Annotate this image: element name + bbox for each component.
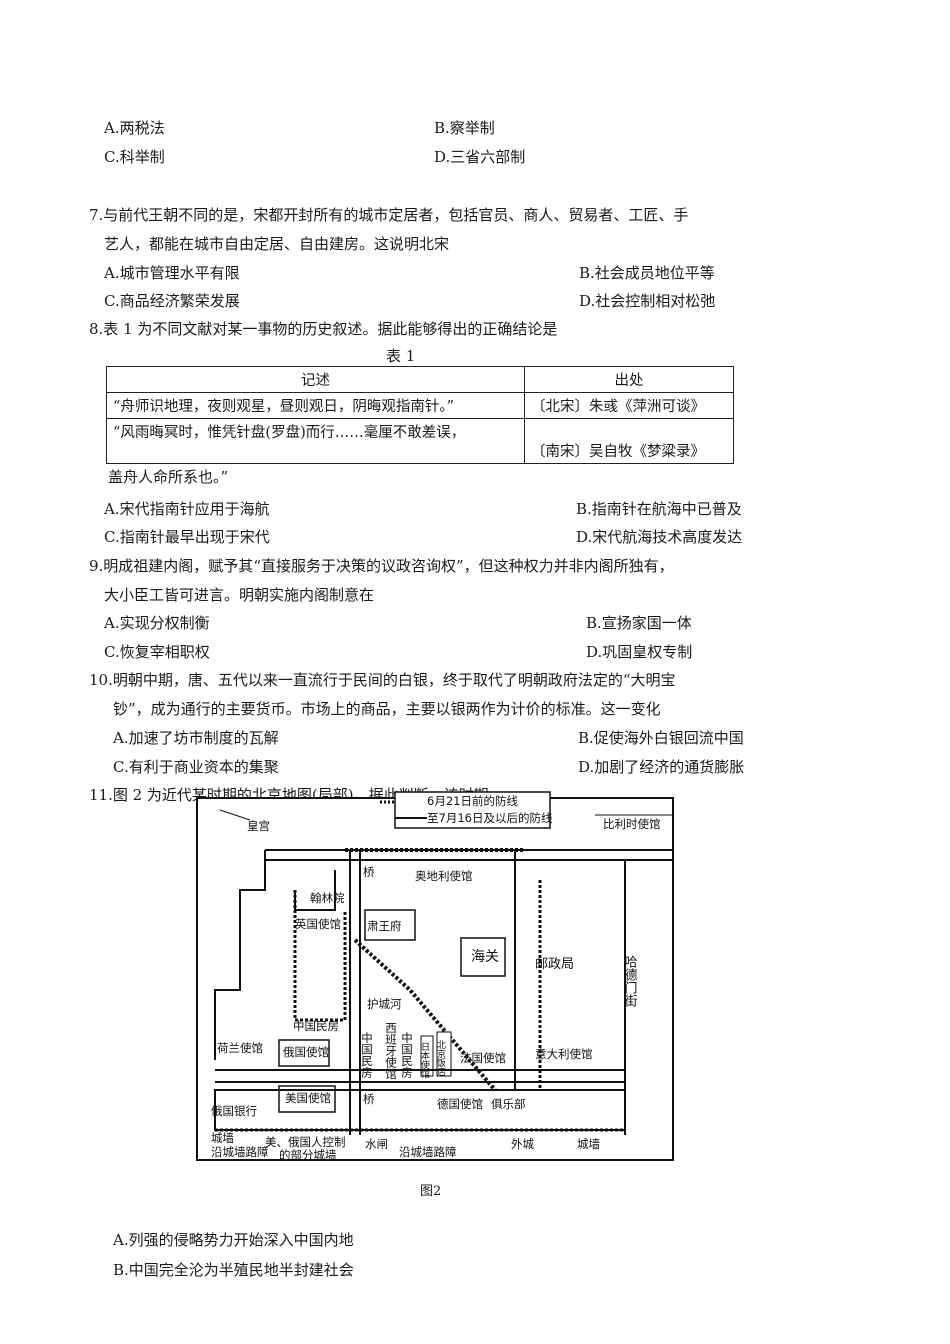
label-wall-right: 城墙: [577, 1137, 600, 1151]
q10-option-d: D.加剧了经济的通货膨胀: [578, 758, 745, 776]
label-france: 法国使馆: [460, 1051, 506, 1065]
q9-option-a: A.实现分权制衡: [104, 614, 210, 632]
q7-stem-cont: 艺人，都能在城市自由定居、自由建房。这说明北宋: [104, 235, 450, 253]
q6-option-a: A.两税法: [104, 119, 165, 137]
q7-option-b: B.社会成员地位平等: [579, 264, 715, 282]
q7-stem: 7.与前代王朝不同的是，宋都开封所有的城市定居者，包括官员、商人、贸易者、工匠、…: [89, 206, 689, 224]
label-hade: 哈德门街: [622, 955, 638, 1007]
q9-stem: 9.明成祖建内阁，赋予其“直接服务于决策的议政咨询权”，但这种权力并非内阁所独有…: [89, 557, 674, 575]
label-japan: 日本使馆: [419, 1042, 430, 1079]
table-header-source: 出处: [524, 366, 734, 393]
q10-stem-cont: 钞”，成为通行的主要货币。市场上的商品，主要以银两作为计价的标准。这一变化: [113, 700, 661, 718]
label-us-ru-control: 美、俄国人控制: [265, 1135, 346, 1149]
label-netherlands: 荷兰使馆: [217, 1041, 263, 1055]
q10-option-a: A.加速了坊市制度的瓦解: [113, 729, 279, 747]
map-legend-box: [394, 791, 551, 829]
q10-stem: 10.明朝中期，唐、五代以来一直流行于民间的白银，终于取代了明朝政府法定的“大明…: [89, 671, 676, 689]
q6-option-c: C.科举制: [104, 148, 165, 166]
label-usa: 美国使馆: [285, 1091, 331, 1105]
label-hanlin: 翰林院: [310, 891, 345, 905]
label-bridge-bottom: 桥: [363, 1092, 375, 1106]
label-bridge-top: 桥: [363, 865, 375, 879]
q6-option-b: B.察举制: [434, 119, 495, 137]
label-barrier-left: 沿城墙路障: [211, 1145, 269, 1159]
label-austria: 奥地利使馆: [415, 869, 473, 883]
label-barrier-right: 沿城墙路障: [399, 1145, 457, 1159]
q8-option-d: D.宋代航海技术高度发达: [576, 528, 743, 546]
q11-option-b: B.中国完全沦为半殖民地半封建社会: [113, 1261, 354, 1279]
q8-option-b: B.指南针在航海中已普及: [576, 500, 742, 518]
legend-line-2: 至7月16日及以后的防线: [427, 811, 553, 825]
label-britain: 英国使馆: [295, 917, 341, 931]
q7-option-c: C.商品经济繁荣发展: [104, 292, 240, 310]
label-germany: 德国使馆: [437, 1097, 483, 1111]
label-moat: 护城河: [367, 997, 402, 1011]
table-cell-record: “风雨晦冥时，惟凭针盘(罗盘)而行……毫厘不敢差误，: [106, 418, 525, 464]
legend-line-1: 6月21日前的防线: [427, 794, 518, 808]
q9-option-b: B.宣扬家国一体: [586, 614, 692, 632]
table-cell-record-cont: 盖舟人命所系也。”: [108, 468, 229, 486]
label-minfang-vertical-2: 中国民房: [400, 1032, 414, 1079]
label-suwangfu: 肃王府: [367, 919, 402, 933]
label-russia: 俄国使馆: [283, 1045, 329, 1059]
table-cell-source: 〔南宋〕吴自牧《梦粱录》: [524, 418, 734, 464]
label-post: 邮政局: [535, 957, 574, 972]
label-outer-city: 外城: [511, 1137, 534, 1151]
q9-option-c: C.恢复宰相职权: [104, 643, 210, 661]
label-hotel: 北京饭店: [435, 1040, 446, 1077]
label-sluice: 水闸: [365, 1137, 388, 1151]
q9-option-d: D.巩固皇权专制: [586, 643, 693, 661]
label-customs: 海关: [471, 949, 499, 965]
table-cell-record: “舟师识地理，夜则观星，昼则观日，阴晦观指南针。”: [106, 392, 525, 419]
label-us-ru-control-2: 的部分城墙: [279, 1148, 337, 1162]
q8-option-c: C.指南针最早出现于宋代: [104, 528, 270, 546]
q6-option-d: D.三省六部制: [434, 148, 526, 166]
q8-stem: 8.表 1 为不同文献对某一事物的历史叙述。据此能够得出的正确结论是: [89, 320, 558, 338]
table-caption: 表 1: [386, 347, 416, 365]
label-italy: 意大利使馆: [535, 1047, 593, 1061]
label-minfang-vertical: 中国民房: [360, 1032, 374, 1079]
q8-option-a: A.宋代指南针应用于海航: [104, 500, 270, 518]
map-frame: [196, 797, 674, 1161]
beijing-legation-map: 6月21日前的防线 至7月16日及以后的防线 皇宫 比利时使馆 桥 奥地利使馆 …: [196, 791, 674, 1162]
q10-option-c: C.有利于商业资本的集聚: [113, 758, 279, 776]
table-cell-source: 〔北宋〕朱彧《萍洲可谈》: [524, 392, 734, 419]
label-belgium: 比利时使馆: [603, 817, 661, 831]
figure-caption: 图2: [420, 1184, 442, 1199]
q9-stem-cont: 大小臣工皆可进言。明朝实施内阁制意在: [104, 586, 375, 604]
table-1: 记述 出处 “舟师识地理，夜则观星，昼则观日，阴晦观指南针。” 〔北宋〕朱彧《萍…: [106, 366, 734, 464]
label-wall-left: 城墙: [211, 1131, 234, 1145]
label-minfang: 中国民房: [293, 1019, 339, 1033]
label-club: 俱乐部: [491, 1097, 526, 1111]
label-huanggong: 皇宫: [247, 819, 270, 833]
q7-option-a: A.城市管理水平有限: [104, 264, 240, 282]
q10-option-b: B.促使海外白银回流中国: [578, 729, 744, 747]
q11-option-a: A.列强的侵略势力开始深入中国内地: [113, 1231, 354, 1249]
label-russian-bank: 俄国银行: [211, 1104, 257, 1118]
table-header-record: 记述: [106, 366, 525, 393]
label-spain: 西班牙使馆: [384, 1022, 398, 1080]
q7-option-d: D.社会控制相对松弛: [579, 292, 716, 310]
